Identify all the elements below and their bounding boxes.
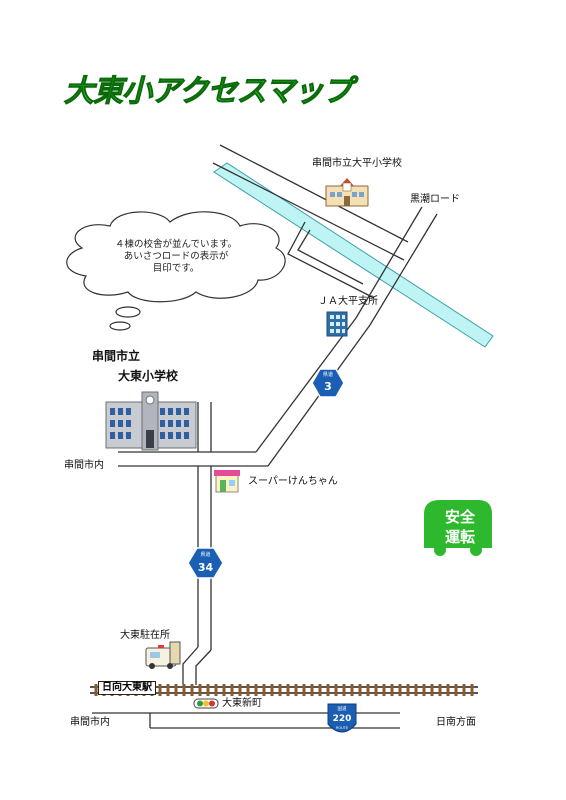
- label-police-box: 大東駐在所: [120, 630, 170, 641]
- route-34-shield: 県道 34: [187, 547, 224, 579]
- school-window: [160, 408, 165, 415]
- safe-driving-line: 運転: [444, 528, 475, 546]
- school-window: [168, 432, 173, 439]
- map-title: 大東小アクセスマップ: [64, 74, 354, 110]
- school-window: [110, 420, 115, 427]
- cloud-note: ４棟の校舎が並んでいます。 あいさつロードの表示が 目印です。: [76, 239, 276, 275]
- label-kushima-nai-upper: 串間市内: [64, 460, 104, 471]
- route-220-top: 国道: [338, 705, 347, 712]
- school-window: [184, 408, 189, 415]
- school-window: [176, 408, 181, 415]
- police-car-icon: [145, 641, 181, 669]
- school-window: [126, 432, 131, 439]
- cloud-note-line: あいさつロードの表示が: [123, 251, 229, 262]
- school-window: [110, 408, 115, 415]
- route-34-top: 県道: [200, 551, 210, 558]
- school-window: [118, 420, 123, 427]
- school-window: [168, 408, 173, 415]
- daito-school-icon: [105, 391, 197, 451]
- supermarket-icon: [214, 470, 240, 493]
- label-ja-office: ＪＡ大平支所: [318, 296, 378, 307]
- traffic-light-icon: [193, 698, 219, 709]
- label-daito-school-2: 大東小学校: [118, 369, 179, 383]
- school-window: [168, 420, 173, 427]
- label-kuroshio-road: 黒潮ロード: [410, 194, 460, 205]
- office-building-icon: [326, 311, 348, 337]
- school-window: [184, 420, 189, 427]
- route-220-shield: 国道 220 ROUTE: [327, 703, 357, 733]
- label-daito-shinmachi: 大東新町: [222, 698, 262, 709]
- school-window: [160, 420, 165, 427]
- label-kushima-nai-lower: 串間市内: [70, 717, 110, 728]
- label-station: 日向大東駅: [98, 681, 156, 695]
- school-window: [118, 432, 123, 439]
- route-3-number: 3: [324, 380, 332, 393]
- route-3-shield: 県道 3: [311, 368, 345, 398]
- cloud-note-line: 目印です。: [152, 263, 200, 274]
- school-window: [118, 408, 123, 415]
- school-window: [126, 420, 131, 427]
- safe-driving-text: 安全 運転: [434, 507, 486, 547]
- river: [213, 162, 494, 348]
- school-window: [126, 408, 131, 415]
- route-3-top: 県道: [323, 371, 333, 378]
- school-window: [176, 420, 181, 427]
- label-taihei-school: 串間市立大平小学校: [312, 158, 402, 169]
- label-nichinan: 日南方面: [436, 717, 476, 728]
- label-daito-school-1: 串間市立: [92, 349, 141, 363]
- school-building-icon: [325, 178, 369, 207]
- route-34-number: 34: [198, 561, 214, 574]
- school-window: [160, 432, 165, 439]
- label-supermarket: スーパーけんちゃん: [248, 476, 338, 487]
- school-window: [110, 432, 115, 439]
- route-220-number: 220: [333, 714, 352, 724]
- route-220-bottom: ROUTE: [336, 726, 348, 730]
- safe-driving-car-icon: [424, 500, 492, 556]
- safe-driving-line: 安全: [444, 508, 475, 526]
- road-lines: [92, 144, 438, 729]
- cloud-note-line: ４棟の校舎が並んでいます。: [114, 239, 238, 250]
- cloud-bubble: [66, 211, 286, 331]
- school-window: [184, 432, 189, 439]
- school-window: [176, 432, 181, 439]
